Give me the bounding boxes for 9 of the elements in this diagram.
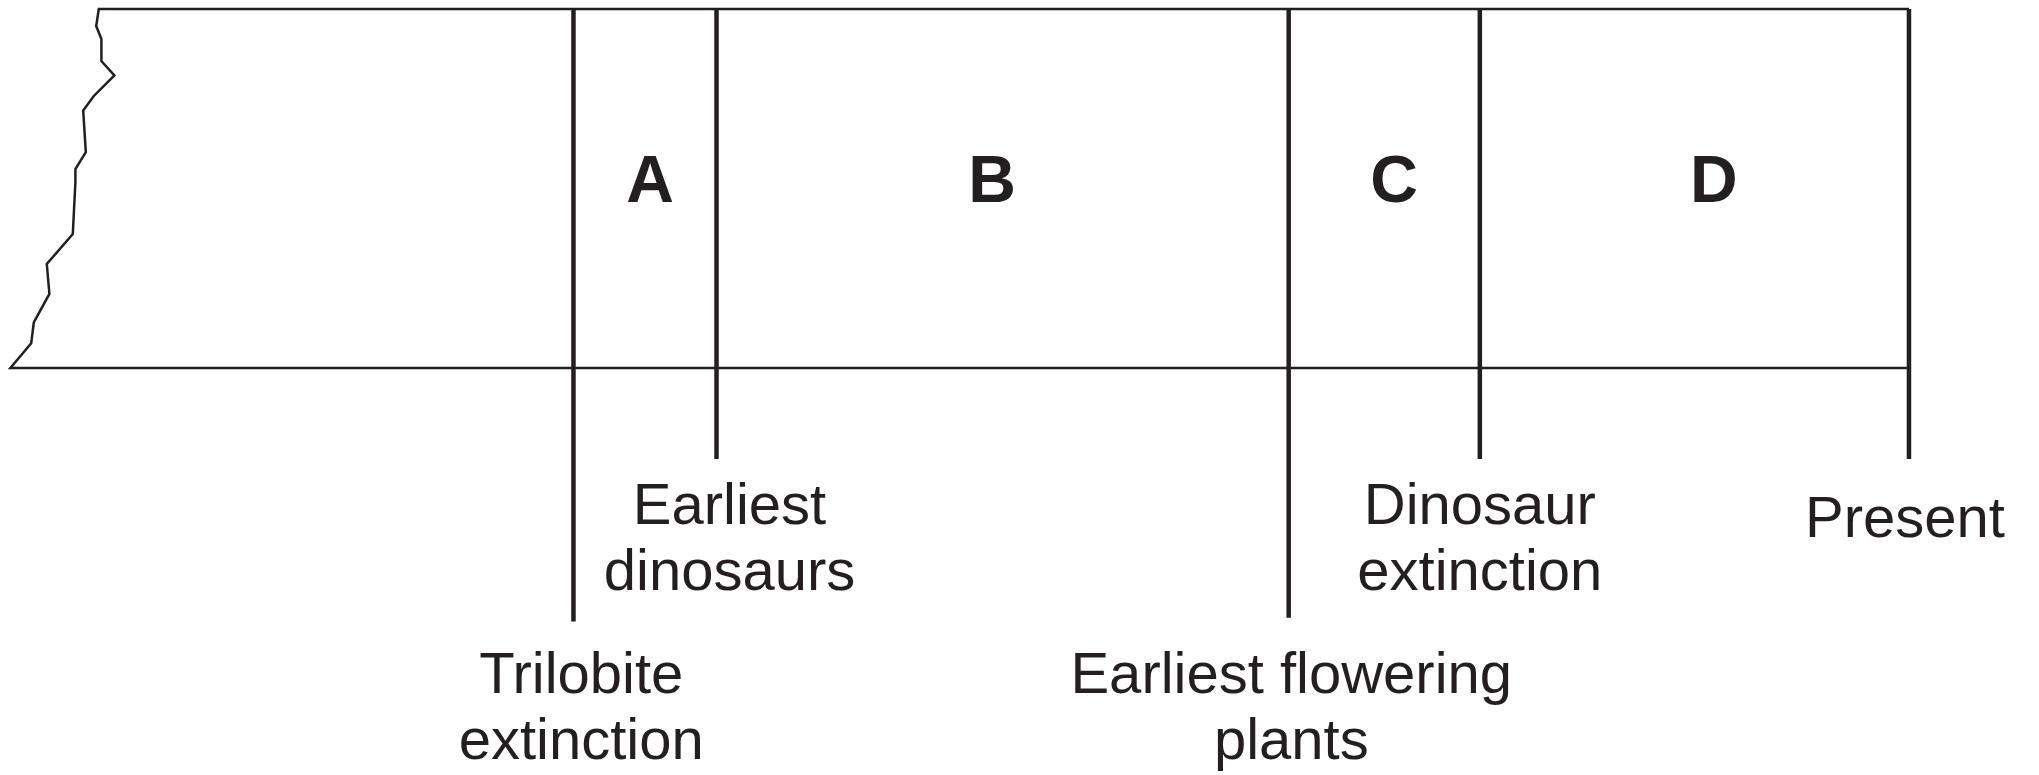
event-label: Earliest flowering plants: [1069, 639, 1514, 772]
event-label: Trilobite extinction: [457, 639, 705, 772]
segment-letter: A: [626, 145, 674, 212]
event-label: Earliest dinosaurs: [602, 470, 857, 603]
segment-letter: B: [968, 145, 1016, 212]
event-label: Dinosaur extinction: [1356, 470, 1604, 603]
segment-letter: D: [1690, 145, 1738, 212]
event-label: Present: [1804, 483, 2006, 550]
segment-letter: C: [1370, 145, 1418, 212]
